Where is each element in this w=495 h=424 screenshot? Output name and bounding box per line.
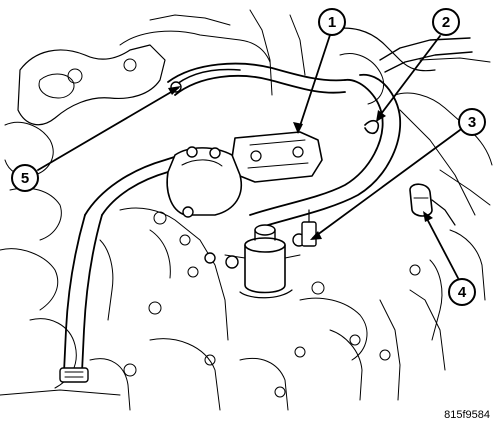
- thermostat-housing: [231, 131, 323, 183]
- callout-1: 1: [318, 8, 346, 36]
- callout-5-label: 5: [21, 170, 29, 187]
- heater-hose: [59, 151, 191, 383]
- water-outlet: [166, 146, 242, 218]
- callout-5: 5: [11, 164, 39, 192]
- callout-2-label: 2: [442, 14, 450, 31]
- callout-1-label: 1: [328, 14, 336, 31]
- callout-2: 2: [432, 8, 460, 36]
- callout-4-label: 4: [458, 284, 467, 301]
- callout-3: 3: [458, 108, 486, 136]
- figure-reference: 815f9584: [444, 409, 490, 421]
- engine-background: [0, 9, 493, 411]
- hose-clip: [409, 183, 456, 226]
- thermostat-cylinder: [204, 224, 306, 299]
- leader-lines: [37, 34, 461, 279]
- callout-4: 4: [448, 278, 476, 306]
- callout-3-label: 3: [468, 114, 476, 131]
- coolant-hose: [167, 37, 473, 229]
- vent-line-end: [364, 119, 380, 135]
- sensor-bracket: [301, 209, 317, 247]
